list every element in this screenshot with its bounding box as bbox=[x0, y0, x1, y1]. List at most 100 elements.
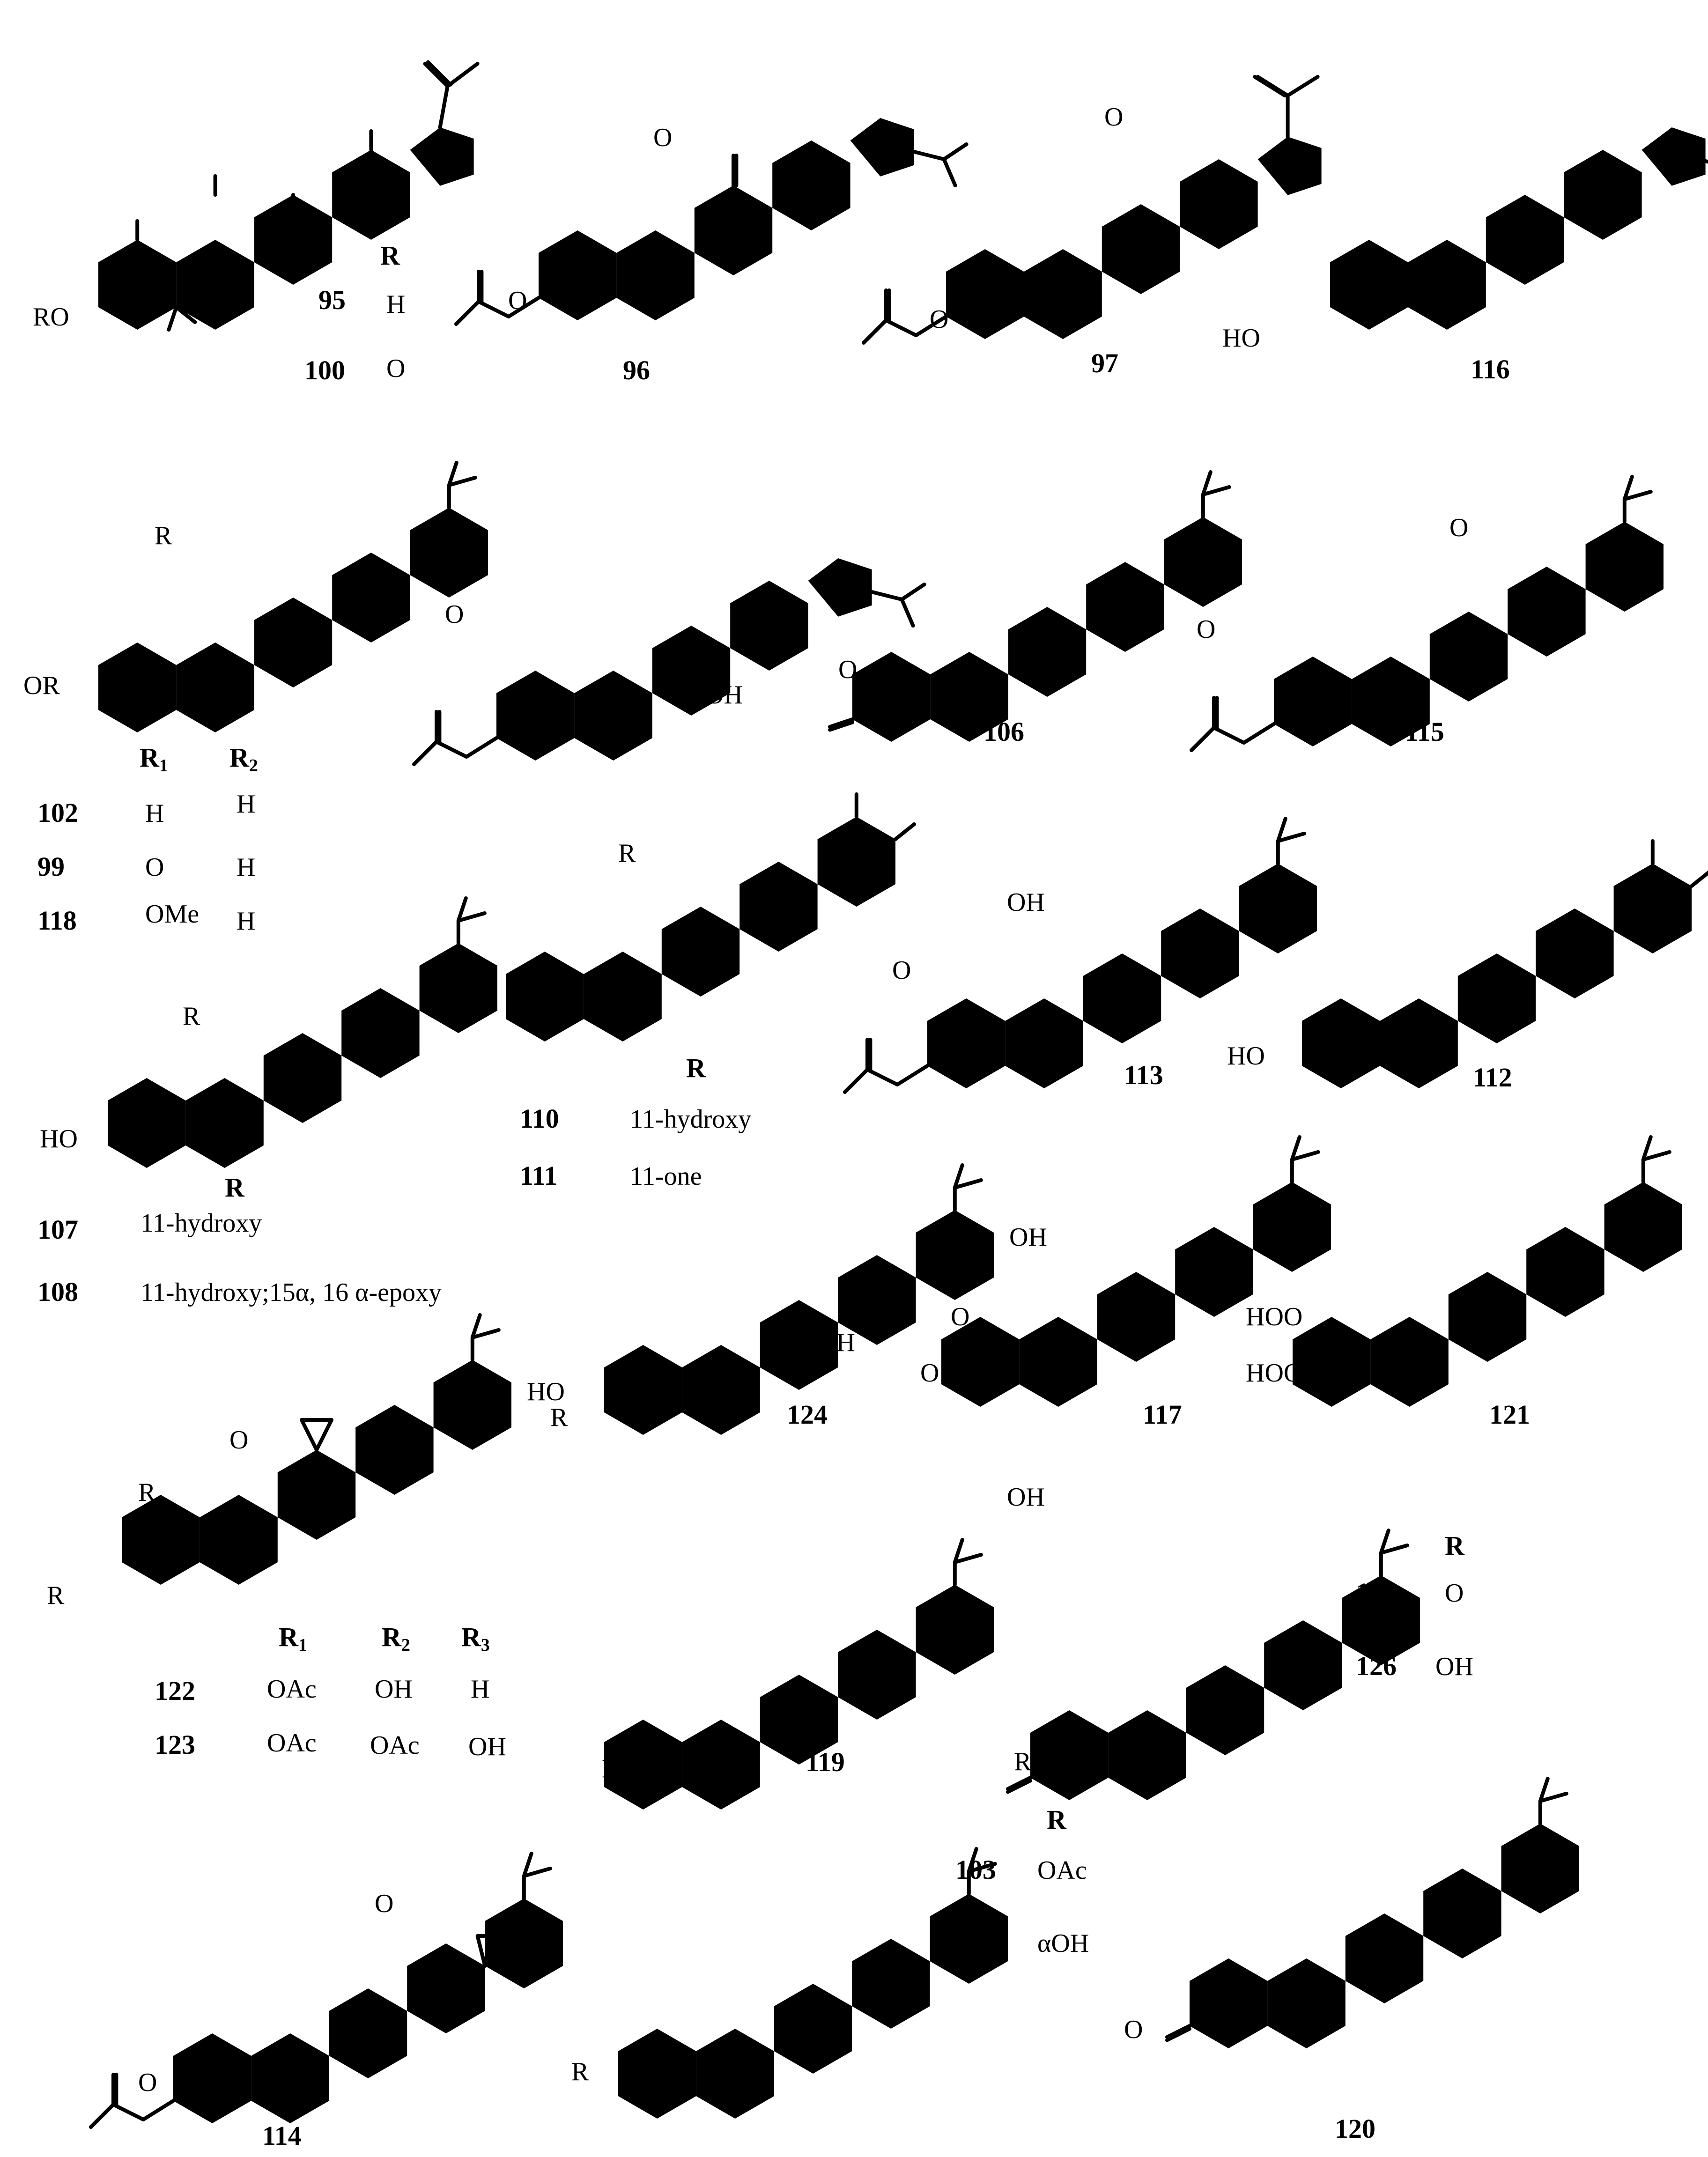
compound-number: 118 bbox=[37, 905, 77, 936]
atom-r1-102: R bbox=[155, 521, 172, 550]
structure-122 bbox=[122, 1313, 511, 1585]
compound-number: 124 bbox=[787, 1399, 828, 1430]
atom-ho-119: HO bbox=[602, 1754, 640, 1783]
structure-107 bbox=[108, 896, 497, 1168]
structure-115 bbox=[1189, 474, 1664, 753]
value-122-r1: OAc bbox=[267, 1675, 317, 1704]
structure-95 bbox=[98, 60, 480, 332]
atom-o-120: O bbox=[1124, 2015, 1143, 2044]
atom-r2-122: R bbox=[47, 1581, 65, 1610]
value-103: OAc bbox=[1037, 1856, 1087, 1885]
value-100: O bbox=[386, 354, 405, 383]
structure-116 bbox=[1330, 127, 1708, 330]
atom-ho-116: HO bbox=[1222, 324, 1260, 353]
value-108: 11-hydroxy;15α, 16 α-epoxy bbox=[140, 1278, 442, 1307]
value-102-r2: H bbox=[237, 790, 255, 819]
compound-number: 115 bbox=[1405, 717, 1444, 747]
atom-ho-124: HO bbox=[527, 1377, 565, 1406]
value-118-r1: OMe bbox=[145, 900, 199, 929]
atom-oh-113: OH bbox=[1007, 888, 1045, 917]
atom-hoo-121b: HOO bbox=[1246, 1359, 1302, 1388]
compound-number: 111 bbox=[520, 1160, 558, 1191]
atom-hoo-121: HOO bbox=[1246, 1302, 1302, 1331]
compound-number: 96 bbox=[623, 355, 650, 385]
compound-number: 102 bbox=[37, 798, 78, 828]
value-110: 11-hydroxy bbox=[630, 1105, 751, 1134]
atom-r-125: R bbox=[1014, 1747, 1032, 1776]
atom-r-103: R bbox=[571, 2057, 589, 2086]
value-123-r2: OAc bbox=[370, 1731, 420, 1760]
compound-number: 119 bbox=[806, 1747, 845, 1777]
atom-labels: RO O O O O HO R OR O OH OOH O O O R HO R… bbox=[23, 103, 1468, 2097]
value-125: O bbox=[1445, 1579, 1464, 1608]
value-111: 11-one bbox=[630, 1162, 702, 1191]
value-122-r3: H bbox=[471, 1675, 489, 1704]
compound-number: 125 bbox=[1356, 1577, 1397, 1608]
structure-106 bbox=[828, 470, 1242, 742]
structure-101 bbox=[412, 558, 926, 767]
table-header-r2: R2 bbox=[229, 742, 258, 776]
structure-102 bbox=[98, 460, 488, 732]
structure-drawings bbox=[89, 60, 1708, 2129]
compound-number: 121 bbox=[1489, 1399, 1530, 1430]
compound-number: 95 bbox=[318, 285, 346, 315]
compound-number: 99 bbox=[37, 851, 65, 882]
table-header-r1-122: R1 bbox=[279, 1622, 307, 1655]
compound-number: 114 bbox=[262, 2120, 302, 2151]
table-header-r3-122: R3 bbox=[461, 1622, 490, 1655]
structure-113 bbox=[843, 816, 1317, 1094]
value-123-r1: OAc bbox=[267, 1729, 317, 1758]
atom-ro-95: RO bbox=[33, 303, 69, 332]
atom-r-110: R bbox=[618, 839, 636, 868]
atom-r1-122: R bbox=[138, 1478, 156, 1507]
compound-numbers: 95 100 96 97 116 102 99 118 101 106 115 … bbox=[37, 285, 1530, 2151]
atom-r-107: R bbox=[183, 1002, 200, 1031]
value-126: OH bbox=[1435, 1652, 1473, 1681]
value-99-r2: H bbox=[237, 853, 255, 882]
compound-number: 123 bbox=[155, 1729, 195, 1760]
structure-125 bbox=[1006, 1528, 1420, 1800]
value-107: 11-hydroxy bbox=[140, 1209, 262, 1238]
compound-number: 112 bbox=[955, 1928, 995, 1958]
compound-number: 107 bbox=[37, 1214, 78, 1245]
compound-number: 117 bbox=[1143, 1399, 1182, 1430]
atom-oh-101: OH bbox=[705, 680, 743, 709]
value-112b: αOH bbox=[1037, 1929, 1089, 1958]
atom-ho-112: HO bbox=[1227, 1042, 1265, 1071]
compound-number: 126 bbox=[1356, 1651, 1397, 1681]
compound-number: 103 bbox=[955, 1854, 996, 1885]
value-122-r2: OH bbox=[375, 1675, 413, 1704]
compound-number: 113 bbox=[1124, 1060, 1163, 1090]
atom-ho-110: HO bbox=[445, 989, 483, 1018]
atom-o-113: O bbox=[892, 956, 911, 985]
compound-number: 101 bbox=[599, 717, 640, 747]
atom-o-96b: O bbox=[508, 286, 527, 315]
compound-number: 120 bbox=[1335, 2113, 1375, 2144]
atom-o-106: O bbox=[838, 655, 857, 684]
value-123-r3: OH bbox=[468, 1732, 506, 1761]
atom-o-114b: O bbox=[138, 2068, 157, 2097]
structure-97 bbox=[861, 74, 1322, 345]
structure-120 bbox=[1165, 1776, 1579, 2048]
atom-o-96: O bbox=[653, 123, 672, 152]
structure-121 bbox=[1293, 1135, 1682, 1407]
structure-114 bbox=[89, 1851, 563, 2129]
structure-96 bbox=[454, 118, 969, 326]
structure-119 bbox=[604, 1537, 994, 1810]
atom-o-114: O bbox=[375, 1889, 393, 1918]
atom-ho-107: HO bbox=[40, 1124, 78, 1153]
compound-number: 100 bbox=[304, 355, 345, 385]
compound-number: 108 bbox=[37, 1277, 78, 1307]
structure-124 bbox=[604, 1163, 994, 1435]
structure-110 bbox=[506, 792, 917, 1042]
table-header-r-103: R bbox=[1047, 1804, 1067, 1835]
value-118-r2: H bbox=[237, 907, 255, 936]
atom-o-117b: O bbox=[920, 1359, 939, 1388]
atom-o-122: O bbox=[229, 1426, 248, 1455]
table-header-r-125: R bbox=[1445, 1530, 1465, 1561]
atom-o-115: O bbox=[1449, 513, 1468, 542]
compound-number: 97 bbox=[1091, 348, 1118, 378]
atom-o-117: O bbox=[951, 1302, 969, 1331]
structure-112a bbox=[1302, 839, 1708, 1088]
table-header-r: R bbox=[380, 240, 400, 271]
